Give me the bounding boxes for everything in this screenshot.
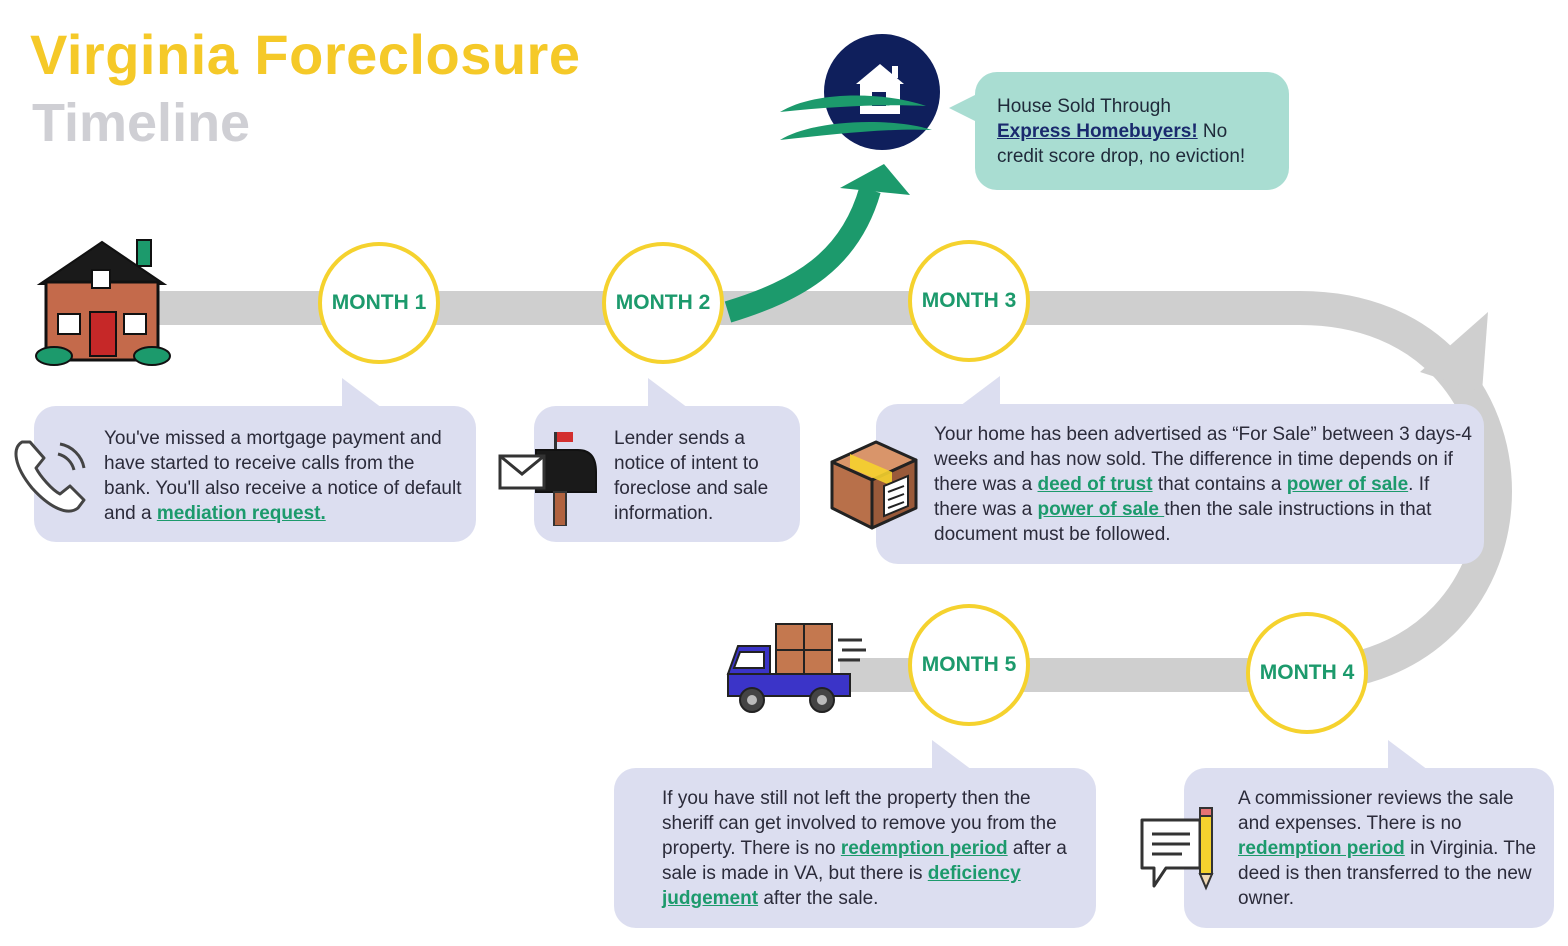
step-1-text: You've missed a mortgage payment and hav… [104, 428, 462, 524]
page-subtitle: Timeline [32, 93, 251, 153]
step-2-text: Lender sends a notice of intent to forec… [614, 428, 769, 524]
express-homebuyers-logo [780, 34, 940, 150]
month-5-circle: MONTH 5 [908, 604, 1030, 726]
sold-callout-line3: credit score drop, no eviction! [997, 146, 1246, 167]
express-homebuyers-link[interactable]: Express Homebuyers! [997, 121, 1198, 142]
step-3-text-d: then the sale instructions in that docum… [934, 499, 1432, 545]
deed-of-trust-link[interactable]: deed of trust [1037, 474, 1153, 495]
sold-arrow [724, 186, 881, 323]
month-4-circle: MONTH 4 [1246, 612, 1368, 734]
step-5-text-c: after the sale. [758, 888, 879, 909]
step-4-text-a: A commissioner reviews the sale and expe… [1238, 788, 1514, 834]
sold-callout: House Sold Through Express Homebuyers! N… [949, 72, 1289, 190]
sold-callout-line1: House Sold Through [997, 96, 1171, 117]
page-title: Virginia Foreclosure [30, 23, 581, 86]
step-5-text-a: If you have still not left the property … [662, 788, 1057, 859]
phone-ringing-icon [14, 440, 86, 513]
month-1-circle: MONTH 1 [318, 242, 440, 364]
redemption-period-link-1[interactable]: redemption period [840, 838, 1008, 859]
power-of-sale-link-2[interactable]: power of sale [1037, 499, 1165, 520]
timeline-road [150, 291, 1512, 692]
step-4-bubble: A commissioner reviews the sale and expe… [1184, 740, 1554, 928]
sold-callout-after-link: No [1197, 121, 1228, 142]
step-1-bubble: You've missed a mortgage payment and hav… [34, 378, 476, 542]
deficiency-judgement-link[interactable]: deficiency judgement [662, 863, 1021, 909]
month-3-circle: MONTH 3 [908, 240, 1030, 362]
package-box-icon [830, 440, 918, 530]
power-of-sale-link-1[interactable]: power of sale [1286, 474, 1409, 495]
message-pencil-icon [1140, 807, 1214, 891]
redemption-period-link-2[interactable]: redemption period [1238, 838, 1405, 859]
step-3-text-b: that contains a [1152, 474, 1287, 495]
step-5-text-b: after a sale is made in VA, but there is [662, 838, 1067, 884]
step-3-text-a: Your home has been advertised as “For Sa… [934, 424, 1472, 495]
sold-arrowhead [840, 164, 910, 195]
moving-truck-icon [726, 623, 866, 713]
step-4-text-b: in Virginia. The deed is then transferre… [1238, 838, 1537, 909]
step-3-bubble: Your home has been advertised as “For Sa… [876, 376, 1484, 564]
step-3-text-c: . If there was a [934, 474, 1430, 520]
mediation-request-link[interactable]: mediation request. [156, 503, 326, 524]
timeline-arrowhead [1420, 312, 1488, 392]
month-2-circle: MONTH 2 [602, 242, 724, 364]
house-icon [35, 239, 171, 366]
mailbox-icon [498, 432, 597, 526]
step-5-bubble: If you have still not left the property … [614, 740, 1096, 928]
